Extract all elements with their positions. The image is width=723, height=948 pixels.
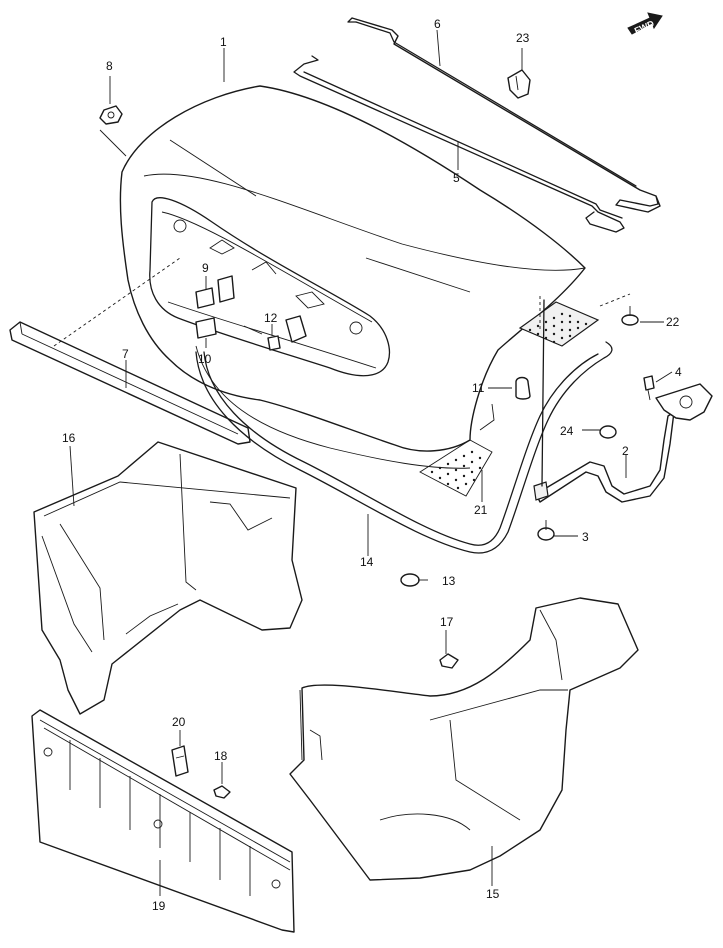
callout-10: 10 [198,352,212,366]
callout-3: 3 [582,530,589,544]
striker-23 [507,69,531,99]
clip-20 [171,745,189,777]
callout-24: 24 [560,424,574,438]
callout-4: 4 [675,365,682,379]
callout-8: 8 [106,59,113,73]
callout-15: 15 [486,887,500,901]
mesh-pattern-bottom [430,450,482,490]
stay-rod-5 [293,55,625,233]
hinge-2 [533,299,675,503]
cap-24 [599,425,617,439]
rear-panel-19 [31,709,295,933]
callout-16: 16 [62,431,76,445]
side-trim-16 [33,441,303,715]
cap-13 [400,573,420,587]
callout-20: 20 [172,715,186,729]
callout-1: 1 [220,35,227,49]
callout-labels: 1 2 3 4 5 6 7 8 9 10 11 12 13 14 15 16 1… [62,17,682,913]
callout-21: 21 [474,503,488,517]
clip-18 [213,785,231,799]
garnish-7 [9,321,251,445]
callout-6: 6 [434,17,441,31]
callout-14: 14 [360,555,374,569]
pad-9 [195,275,235,309]
callout-13: 13 [442,574,456,588]
callout-17: 17 [440,615,454,629]
callout-19: 19 [152,899,166,913]
callout-18: 18 [214,749,228,763]
callout-11: 11 [472,381,485,395]
callout-12: 12 [264,311,278,325]
side-trim-15 [289,597,639,881]
callout-23: 23 [516,31,530,45]
nut-8 [99,105,123,125]
forward-arrow-icon: FWD [627,12,663,36]
leader-lines [53,29,673,896]
callout-7: 7 [122,347,129,361]
nut-3 [537,520,555,541]
clip-17 [439,653,459,669]
pad-10 [195,315,307,343]
latch-4 [643,375,713,421]
callout-2: 2 [622,444,629,458]
callout-9: 9 [202,261,209,275]
stay-rod-6 [347,17,661,213]
mesh-pattern-top [528,312,588,344]
clip-22 [621,306,639,326]
callout-5: 5 [453,171,460,185]
weatherstrip-14 [195,341,613,554]
bumper-12 [243,325,281,351]
callout-22: 22 [666,315,680,329]
rear-panel-ribs [69,740,251,896]
fwd-label: FWD [633,18,656,36]
trunk-lid-1 [119,85,600,497]
bumper-11 [515,376,531,400]
